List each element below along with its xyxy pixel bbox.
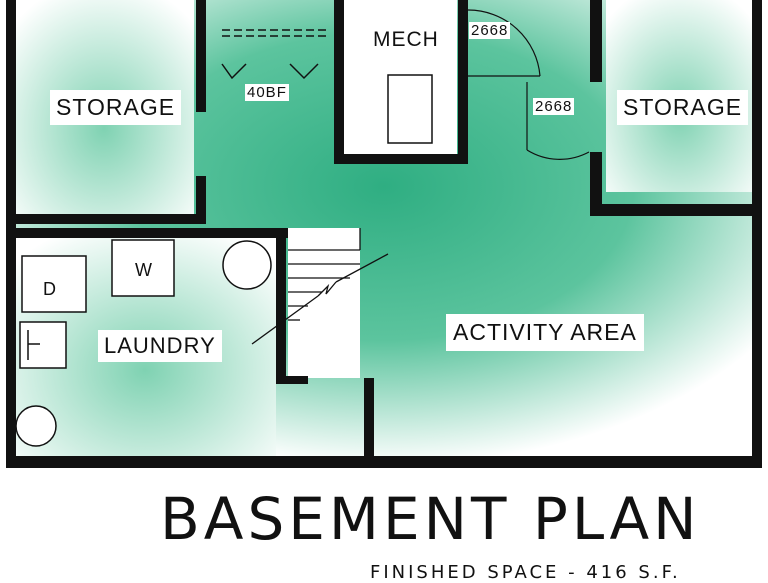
walls xyxy=(6,0,762,468)
wall-activity-stub xyxy=(364,378,374,462)
wall-laundry-right xyxy=(276,228,286,384)
storage-right-label: STORAGE xyxy=(617,90,749,125)
wall-storage-left-bottom xyxy=(6,214,206,224)
storage-left-label: STORAGE xyxy=(50,90,182,125)
wall-stair-bottom xyxy=(276,376,308,384)
wall-laundry-top xyxy=(6,228,288,238)
door-swings xyxy=(467,9,590,160)
wall-storage-right-left-low xyxy=(590,152,602,216)
plan-title: BASEMENT PLAN xyxy=(160,485,701,553)
laundry-label: LAUNDRY xyxy=(98,330,222,362)
wall-mech-right xyxy=(458,0,468,162)
washer xyxy=(111,239,175,297)
water-heater xyxy=(222,240,272,290)
washer-label: W xyxy=(135,260,152,280)
utility-sink xyxy=(19,321,67,369)
plan-subtitle: FINISHED SPACE - 416 S.F. xyxy=(370,562,681,583)
outer-wall-right xyxy=(752,0,762,468)
wall-storage-right-left xyxy=(590,0,602,82)
wall-mech-left xyxy=(334,0,344,162)
activity-area-label: ACTIVITY AREA xyxy=(446,314,644,351)
dryer xyxy=(21,255,87,313)
closet-bifold-doors xyxy=(221,29,330,80)
stairs xyxy=(251,228,389,345)
wall-mech-bottom xyxy=(334,154,468,164)
stair-area xyxy=(288,228,360,378)
closet-label: 40BF xyxy=(245,84,289,101)
mech-label: MECH xyxy=(371,28,441,52)
laundry-fixtures xyxy=(15,239,272,447)
wall-storage-left-right-low xyxy=(196,176,206,224)
mech-equipment xyxy=(387,74,433,144)
wall-storage-left-right xyxy=(196,0,206,112)
mech-door-label: 2668 xyxy=(469,22,511,39)
dryer-label: D xyxy=(43,279,56,299)
outer-wall-bottom xyxy=(6,456,762,468)
wall-storage-right-bottom xyxy=(590,204,762,216)
storage-door-label: 2668 xyxy=(533,98,575,115)
floor-drain-tank xyxy=(15,405,57,447)
